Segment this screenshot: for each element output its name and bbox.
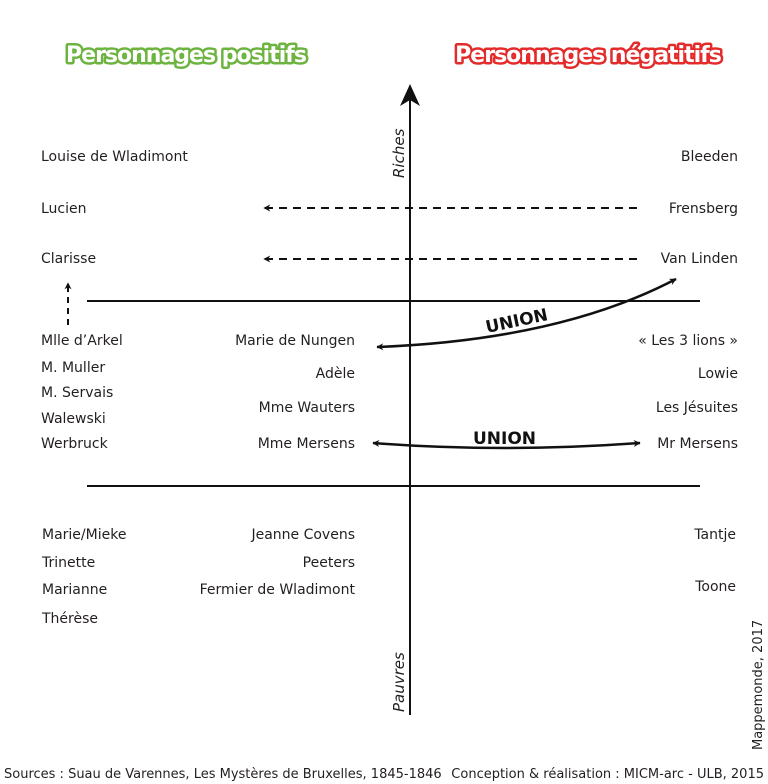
axis-label-pauvres: Pauvres bbox=[390, 652, 408, 712]
axis-label-riches: Riches bbox=[390, 128, 408, 178]
side-credit: Mappemonde, 2017 bbox=[751, 620, 766, 750]
name-center: Jeanne Covens bbox=[250, 527, 355, 543]
name-right: Mr Mersens bbox=[657, 436, 738, 452]
name-left: Clarisse bbox=[41, 251, 96, 267]
footer-conception: Conception & réalisation : MICM-arc - UL… bbox=[451, 767, 764, 782]
name-right: Lowie bbox=[698, 366, 738, 382]
axis-arrow-icon bbox=[400, 84, 420, 106]
name-left: Werbruck bbox=[41, 436, 109, 452]
name-left: M. Muller bbox=[41, 360, 105, 376]
name-left: Marianne bbox=[42, 582, 107, 598]
union-arrow-nungen-vanlinden bbox=[376, 277, 677, 351]
name-right: Frensberg bbox=[669, 201, 738, 217]
name-right: Toone bbox=[694, 579, 736, 595]
name-right: Bleeden bbox=[681, 149, 738, 165]
name-right: Van Linden bbox=[661, 251, 738, 267]
name-left: Thérèse bbox=[41, 611, 98, 627]
name-left: M. Servais bbox=[41, 385, 113, 401]
name-center: Mme Wauters bbox=[259, 400, 355, 416]
union-label-2: UNION bbox=[473, 429, 536, 449]
name-left: Marie/Mieke bbox=[42, 527, 126, 543]
name-left: Louise de Wladimont bbox=[41, 149, 188, 165]
title-positive: Personnages positifs bbox=[66, 43, 307, 68]
name-right: « Les 3 lions » bbox=[638, 333, 738, 349]
name-center: Adèle bbox=[316, 366, 355, 382]
name-right: Les Jésuites bbox=[656, 400, 738, 416]
name-left: Walewski bbox=[41, 411, 106, 427]
name-center: Peeters bbox=[303, 555, 355, 571]
footer-sources: Sources : Suau de Varennes, Les Mystères… bbox=[4, 767, 442, 782]
name-right: Tantje bbox=[693, 527, 736, 543]
name-left: Lucien bbox=[41, 201, 87, 217]
name-left: Trinette bbox=[41, 555, 95, 571]
name-left: Mlle d’Arkel bbox=[41, 333, 123, 349]
name-center: Mme Mersens bbox=[258, 436, 355, 452]
union-arrow-mersens bbox=[372, 439, 641, 450]
name-center: Fermier de Wladimont bbox=[200, 582, 356, 598]
title-negative: Personnages négatitifs bbox=[455, 43, 722, 68]
name-center: Marie de Nungen bbox=[235, 333, 355, 349]
